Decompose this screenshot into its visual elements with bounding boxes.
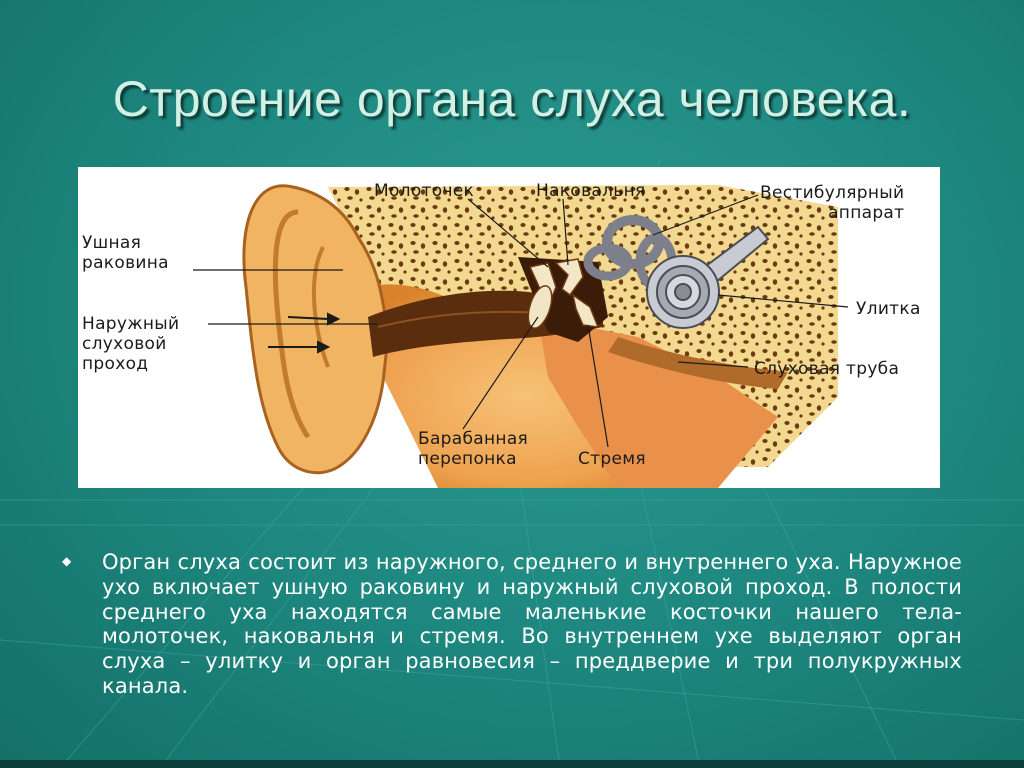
label-vestibular: Вестибулярный аппарат [760,183,905,223]
label-eustachian-tube: Слуховая труба [754,359,900,379]
label-stirrup: Стремя [578,449,646,469]
inner-ear [583,215,770,329]
label-eardrum: Барабанная перепонка [418,429,529,469]
auricle-fold [272,209,311,439]
slide-title: Строение органа слуха человека. [112,71,912,127]
label-hammer: Молоточек [374,181,475,201]
auricle-inner [311,246,330,368]
stirrup-bone [571,293,600,328]
bullet-diamond-icon: ◆ [62,554,72,568]
bullet-text: Орган слуха состоит из наружного, средне… [102,550,962,698]
anvil-bone [554,258,584,297]
label-ear-canal: Наружный слуховой проход [82,314,180,374]
ear-anatomy-diagram: Ушная раковина Наружный слуховой проход … [78,167,940,488]
ear-anatomy-illustration [193,184,849,488]
label-anvil: Наковальня [536,181,646,201]
label-cochlea: Улитка [856,299,921,319]
label-auricle: Ушная раковина [82,233,169,273]
tissue-lower [538,317,778,488]
leader-lines [193,194,849,448]
sound-arrows [268,312,341,354]
bottom-bar [0,760,1024,768]
eardrum [527,285,553,329]
